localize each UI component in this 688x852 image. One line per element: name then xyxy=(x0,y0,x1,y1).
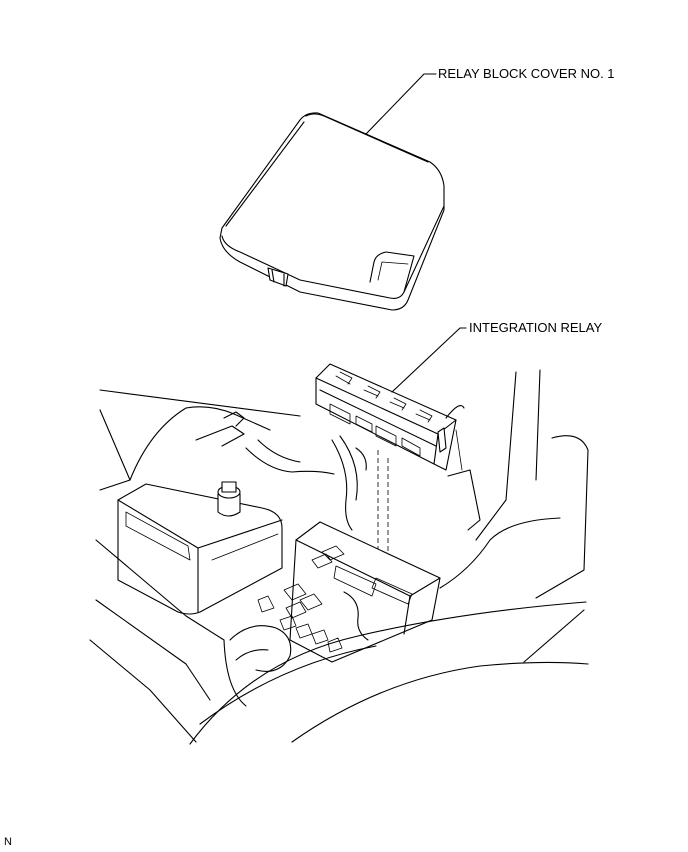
relay-block-cover-drawing xyxy=(219,112,445,311)
install-guide-line xyxy=(377,450,389,566)
integration-relay-label: INTEGRATION RELAY xyxy=(469,320,603,335)
integration-relay-drawing xyxy=(315,363,457,471)
cover-leader-line xyxy=(365,73,437,135)
engine-compartment-drawing xyxy=(89,369,589,745)
figure-code: N xyxy=(4,836,12,848)
relay-leader-line xyxy=(391,327,467,393)
relay-block-cover-label: RELAY BLOCK COVER NO. 1 xyxy=(438,66,615,81)
